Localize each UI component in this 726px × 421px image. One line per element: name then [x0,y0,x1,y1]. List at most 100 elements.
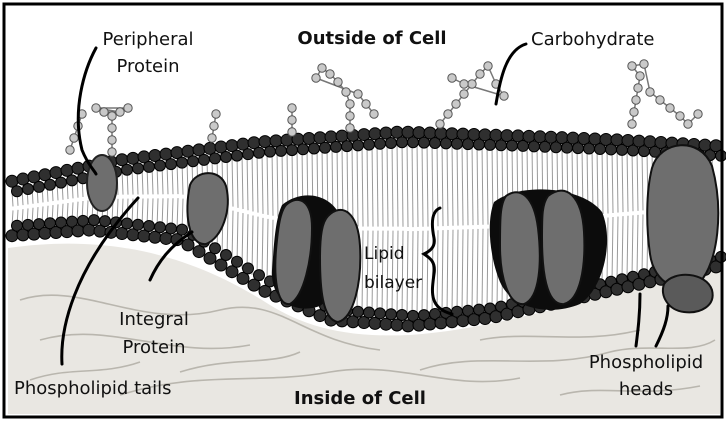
carbohydrate-sugar [460,80,468,88]
carbohydrate-sugar [634,84,642,92]
phospholipid-head [397,310,408,321]
phospholipid-head [320,142,331,153]
carbohydrate-sugar [484,62,492,70]
phospholipid-head [177,157,188,168]
carbohydrate-label: Carbohydrate [531,29,655,50]
phospholipid-head [34,181,45,192]
carbohydrate-sugar [676,112,684,120]
carbohydrate-sugar [628,120,636,128]
phospholipid-head [232,256,243,267]
carbohydrate-sugar [444,110,452,118]
lipid-bilayer-label-line2: bilayer [364,273,422,293]
phospholipid-head [177,224,188,235]
phospholipid-head [133,219,144,230]
carbohydrate-sugar [666,104,674,112]
phospholipid-head [254,147,265,158]
phospholipid-head [298,144,309,155]
phospholipid-head [276,145,287,156]
phospholipid-head [144,161,155,172]
carbohydrate-sugar [448,74,456,82]
carbohydrate-sugar [108,148,116,156]
carbohydrate-sugar [630,108,638,116]
carbohydrate-sugar [288,128,296,136]
carbohydrate-sugar [656,96,664,104]
carbohydrate-sugar [640,60,648,68]
carbohydrate-sugar [370,110,378,118]
carbohydrate-sugar [362,100,370,108]
carbohydrate-sugar [108,136,116,144]
carbohydrate-sugar [342,88,350,96]
carbohydrate-sugar [92,104,100,112]
phospholipid-head [166,223,177,234]
carbohydrate-sugar [318,64,326,72]
carbohydrate-sugar [646,88,654,96]
outside-of-cell-label: Outside of Cell [297,28,446,49]
phospholipid-head [386,138,397,149]
carbohydrate-sugar [288,116,296,124]
phospholipid-head [56,177,67,188]
peripheral-protein-label-line2: Protein [116,56,179,77]
phospholipid-head [364,139,375,150]
phospholipid-head [221,250,232,261]
carbohydrate-sugar [346,112,354,120]
channel-protein-2-left [500,192,540,304]
phospholipid-heads-label-line1: Phospholipid [589,352,703,373]
phospholipid-head [364,307,375,318]
phospholipid-head [89,215,100,226]
phospholipid-head [243,263,254,274]
phospholipid-head [155,222,166,233]
carbohydrate-sugar [210,122,218,130]
phospholipid-head [353,140,364,151]
carbohydrate-sugar [100,108,108,116]
carbohydrate-sugar [108,112,116,120]
peripheral-protein [87,155,117,211]
phospholipid-head [166,159,177,170]
carbohydrate-sugar [636,72,644,80]
carbohydrate-sugar [628,62,636,70]
phospholipid-head [199,154,210,165]
phospholipid-head [144,221,155,232]
phospholipid-head [232,150,243,161]
phospholipid-head [23,184,34,195]
phospholipid-head [12,186,23,197]
phospholipid-head [155,160,166,171]
phospholipid-head [67,175,78,186]
carbohydrate-sugar [312,74,320,82]
phospholipid-head [210,153,221,164]
phospholipid-head [100,216,111,227]
phospholipid-head [210,243,221,254]
phospholipid-head [221,152,232,163]
phospholipid-head [122,218,133,229]
carbohydrate-sugar [212,110,220,118]
phospholipid-head [265,146,276,157]
phospholipid-head [254,270,265,281]
carbohydrate-sugar [288,104,296,112]
integral-protein-right [647,145,718,288]
integral-protein-label-line1: Integral [119,309,189,330]
carbohydrate-sugar [334,78,342,86]
carbohydrate-sugar [208,134,216,142]
carbohydrate-sugar [500,92,508,100]
carbohydrate-sugar [66,146,74,154]
carbohydrate-sugar [452,100,460,108]
carbohydrate-sugar [460,90,468,98]
phospholipid-head [45,179,56,190]
phospholipid-head [375,138,386,149]
phospholipid-heads-label-line2: heads [619,379,673,400]
carbohydrate-sugar [436,120,444,128]
lipid-bilayer-label-line1: Lipid [364,244,405,264]
carbohydrate-sugar [326,70,334,78]
integral-protein-right-base [663,275,713,312]
carbohydrate-sugar [346,100,354,108]
carbohydrate-sugar [468,80,476,88]
carbohydrate-sugar [108,124,116,132]
phospholipid-head [375,308,386,319]
phospholipid-tails-label: Phospholipid tails [14,378,172,399]
phospholipid-head [122,164,133,175]
carbohydrate-sugar [70,134,78,142]
channel-protein-2-right [542,191,584,304]
carbohydrate-sugar [694,110,702,118]
carbohydrate-sugar [116,108,124,116]
